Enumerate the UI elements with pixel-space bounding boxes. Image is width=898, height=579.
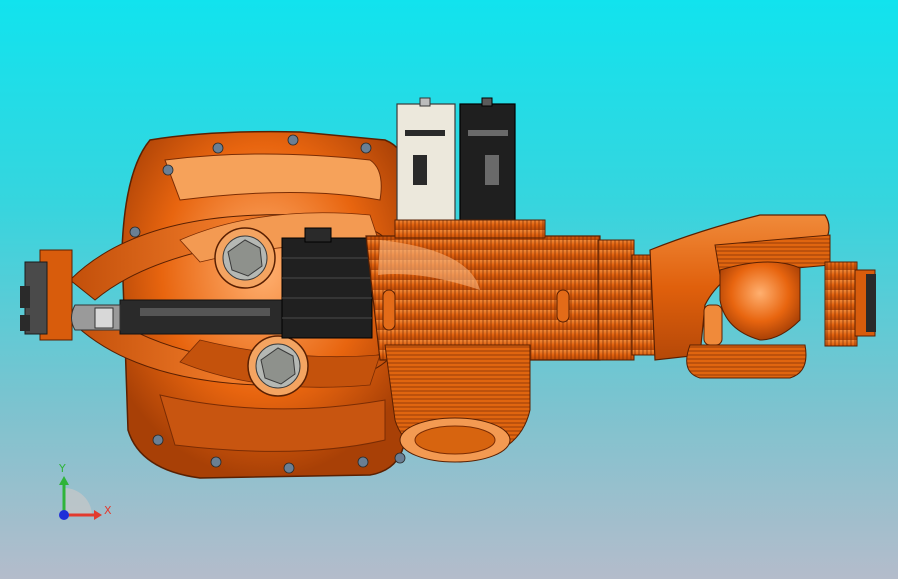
motor-pack-black — [281, 227, 373, 339]
lower-gear-housing — [384, 344, 531, 463]
gear-motor-upper — [214, 227, 276, 289]
left-end-block — [20, 249, 73, 341]
forearm-cylinder — [365, 235, 657, 361]
linkage-bar — [71, 299, 291, 335]
wrist-assembly — [649, 214, 876, 379]
motor-base-ring — [394, 219, 546, 239]
gear-motor-lower — [247, 335, 309, 397]
motor-black — [459, 97, 516, 223]
motor-white — [396, 97, 456, 223]
